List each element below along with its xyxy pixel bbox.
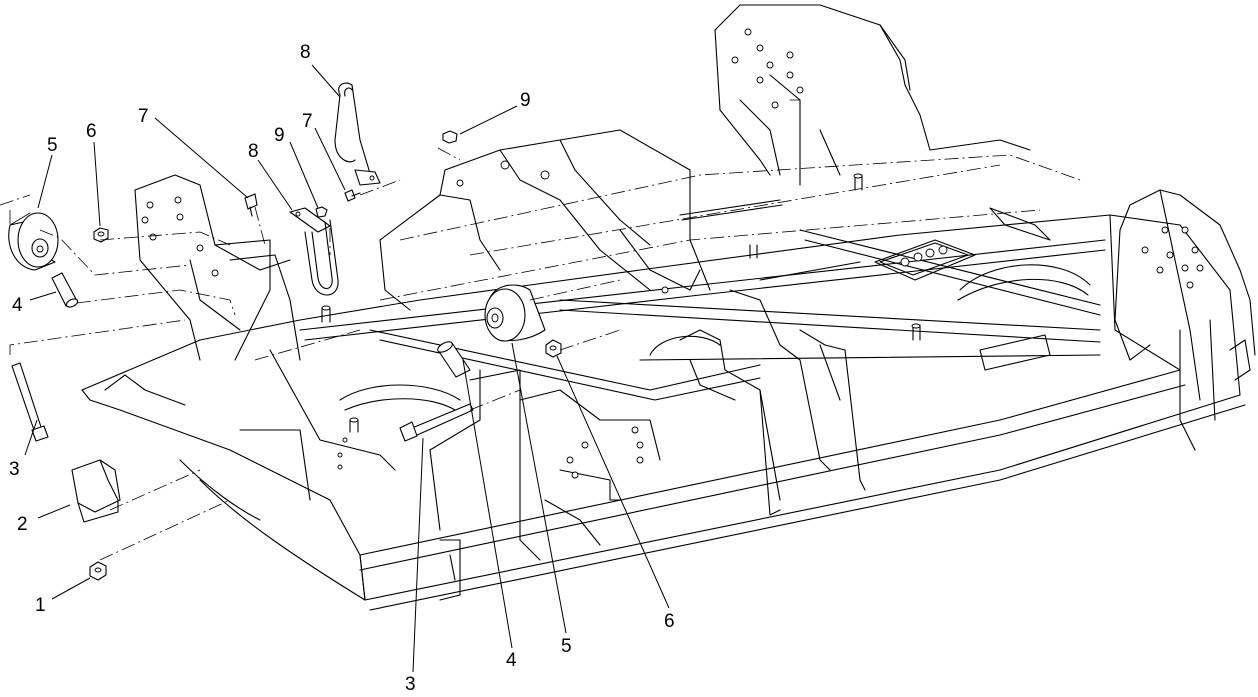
callout-3-center: 3 (405, 674, 416, 695)
bumper-block (71, 459, 121, 523)
callout-6-center: 6 (664, 611, 675, 632)
callout-7-left: 7 (138, 106, 149, 127)
callout-leaders (24, 64, 670, 673)
callout-4-left: 4 (12, 295, 23, 316)
callout-5-left: 5 (47, 135, 58, 156)
callout-4-center: 4 (506, 650, 517, 671)
mower-deck (81, 154, 1246, 611)
u-pin-left (304, 219, 339, 296)
front-left-bracket (104, 174, 396, 501)
rear-tall-bracket (714, 4, 1031, 186)
right-bracket (1114, 189, 1256, 451)
nut-center (545, 339, 562, 358)
callout-9-left: 9 (274, 125, 285, 146)
callout-2: 2 (17, 514, 28, 535)
latch-plate-left (289, 207, 331, 233)
callout-9-top: 9 (520, 90, 531, 111)
roller-center (484, 284, 546, 342)
callout-labels: 1 2 3 4 5 6 7 8 9 7 8 9 3 4 5 6 (9, 42, 675, 695)
callout-8-top: 8 (300, 42, 311, 63)
roller-left (8, 212, 59, 271)
nut-9-left (315, 206, 328, 218)
bolt-center (399, 403, 474, 442)
callout-7-top: 7 (302, 111, 313, 132)
spacer-center (437, 341, 471, 378)
nut-bottom (89, 561, 107, 581)
center-right-hangers (679, 289, 866, 516)
bolt-left (11, 362, 49, 442)
nut-9-top (442, 130, 458, 144)
u-pin-top (334, 82, 381, 186)
callout-6-left: 6 (86, 121, 97, 142)
bolt-7-top (344, 189, 361, 202)
callout-5-center: 5 (561, 636, 572, 657)
assembly-lines (0, 147, 621, 561)
spacer-left (51, 272, 79, 308)
nut-left (93, 227, 109, 243)
callout-3-left: 3 (9, 459, 20, 480)
callout-8-left: 8 (248, 141, 259, 162)
center-bracket (379, 129, 711, 601)
callout-1: 1 (35, 595, 46, 616)
